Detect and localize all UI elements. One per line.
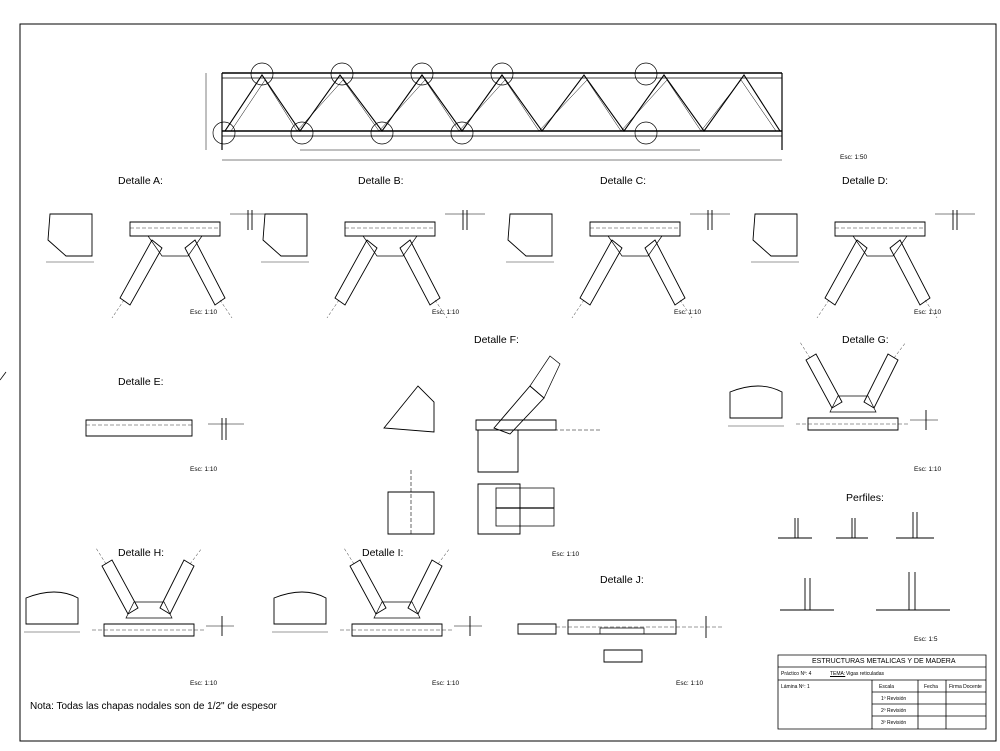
sheet-border	[20, 24, 996, 741]
detail-g-drawing	[727, 341, 939, 431]
truss-web-diagonals	[225, 75, 780, 131]
title-block-frame	[778, 655, 986, 729]
detail-b-scale: Esc: 1:10	[432, 309, 460, 316]
title-block-rev1: 1º Revisión	[881, 696, 907, 702]
detail-c-scale: Esc: 1:10	[674, 309, 702, 316]
detail-e-drawing	[86, 418, 244, 440]
detail-a-drawing	[45, 209, 271, 319]
detail-b-drawing	[260, 209, 486, 319]
detail-f-title: Detalle F:	[474, 334, 519, 346]
detail-callout-circle	[451, 122, 473, 144]
detail-j-drawing	[518, 616, 724, 662]
detail-callout-circle	[635, 122, 657, 144]
title-block-rev3: 3º Revisión	[881, 720, 907, 726]
detail-j-scale: Esc: 1:10	[676, 680, 704, 687]
detail-f-drawing	[384, 356, 600, 534]
title-block-theme: Vigas reticuladas	[846, 671, 884, 677]
detail-callout-circle	[251, 63, 273, 85]
detail-g-scale: Esc: 1:10	[914, 466, 942, 473]
detail-callout-circle	[411, 63, 433, 85]
profiles-drawing	[778, 512, 950, 610]
detail-e-scale: Esc: 1:10	[190, 466, 218, 473]
detail-e-title: Detalle E:	[118, 376, 164, 388]
detail-b-title: Detalle B:	[358, 175, 404, 187]
detail-callout-circle	[491, 63, 513, 85]
truss-web-diagonals-inner	[231, 80, 776, 131]
detail-i-scale: Esc: 1:10	[432, 680, 460, 687]
detail-h-title: Detalle H:	[118, 547, 165, 559]
detail-g-title: Detalle G:	[842, 334, 889, 346]
title-block-col-signature: Firma Docente	[949, 684, 982, 690]
detail-f-scale: Esc: 1:10	[552, 551, 580, 558]
main-scale: Esc: 1:50	[840, 154, 867, 161]
detail-d-drawing	[750, 209, 976, 319]
title-block-rev2: 2º Revisión	[881, 708, 907, 714]
detail-a-scale: Esc: 1:10	[190, 309, 218, 316]
detail-i-drawing	[271, 547, 483, 637]
title-block-course: ESTRUCTURAS METALICAS Y DE MADERA	[812, 658, 956, 665]
detail-j-title: Detalle J:	[600, 574, 644, 586]
title-block-col-scale: Escala	[879, 684, 895, 690]
detail-d-scale: Esc: 1:10	[914, 309, 942, 316]
detail-i-title: Detalle I:	[362, 547, 404, 559]
detail-callout-circle	[213, 122, 235, 144]
detail-h-drawing	[23, 547, 235, 637]
detail-a-title: Detalle A:	[118, 175, 163, 187]
detail-callout-circle	[371, 122, 393, 144]
title-block-practice: Práctico Nº: 4	[781, 671, 812, 677]
detail-c-drawing	[505, 209, 731, 319]
detail-callout-circle	[291, 122, 313, 144]
profiles-title: Perfiles:	[846, 492, 884, 504]
detail-c-title: Detalle C:	[600, 175, 647, 187]
detail-d-title: Detalle D:	[842, 175, 889, 187]
detail-callout-circle	[635, 63, 657, 85]
title-block-theme-label: TEMA:	[830, 671, 846, 677]
detail-callout-circle	[331, 63, 353, 85]
profiles-scale: Esc: 1:5	[914, 636, 938, 643]
truss-elevation	[206, 63, 782, 160]
plate-thickness-note: Nota: Todas las chapas nodales son de 1/…	[30, 701, 277, 712]
title-block-col-date: Fecha	[924, 684, 938, 690]
sheet-margin-mark	[0, 372, 6, 380]
title-block-sheet: Lámina Nº: 1	[781, 684, 810, 690]
detail-h-scale: Esc: 1:10	[190, 680, 218, 687]
